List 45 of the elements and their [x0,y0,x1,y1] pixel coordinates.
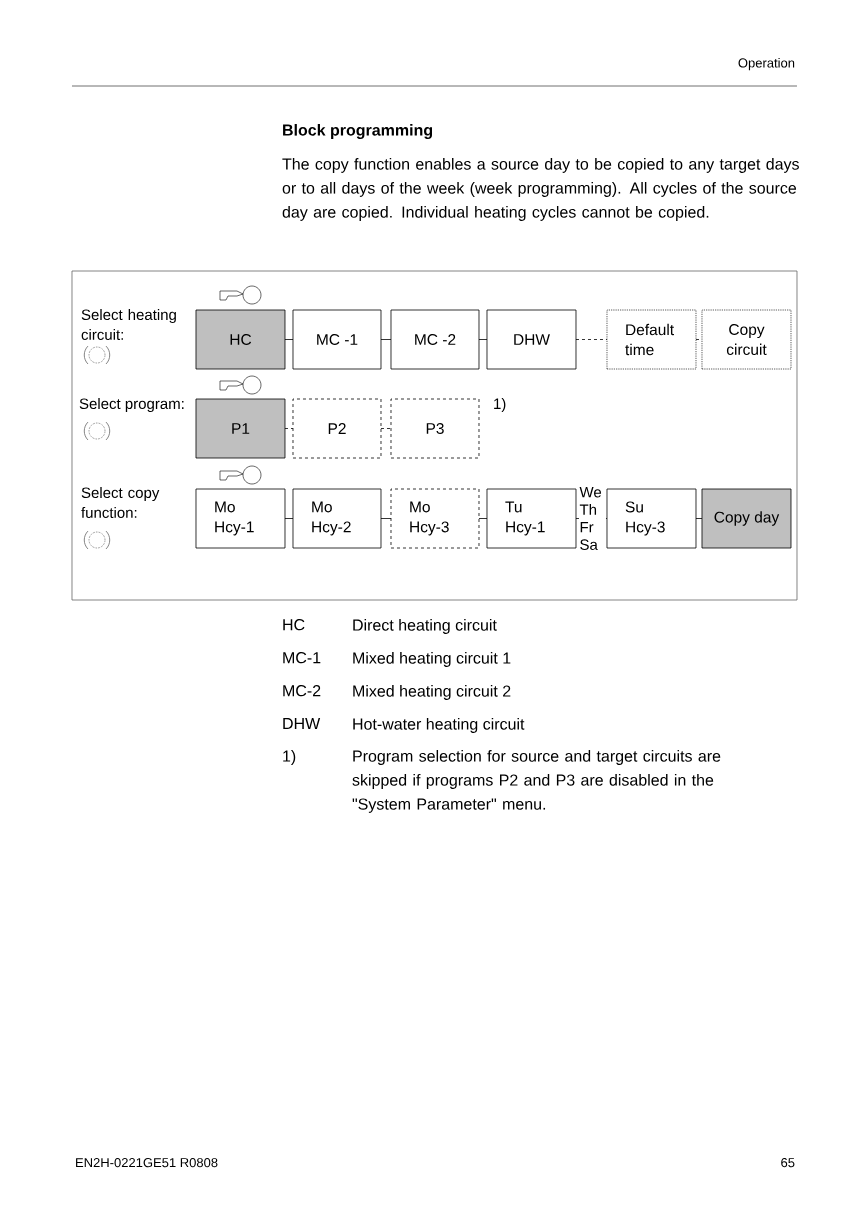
connector-line [284,428,294,429]
footnote-mark: 1) [494,398,506,412]
abbreviation-text: Mixed heating circuit 2 [353,685,511,700]
menu-box: Default time [606,309,697,370]
footnote-text: Program selection for source and target circuits are skipped if programs P2 and P3 are disabled in the "System Parameter" menu. [352,750,721,813]
connector-line [380,428,392,429]
connector-line [284,339,294,340]
connector-line [575,339,608,340]
edge-label: We Th Fr Sa [579,486,604,551]
abbreviation-text: Direct heating circuit [353,619,497,634]
section-title: Block programming [283,124,433,139]
selected-menu-box: P1 [195,398,286,459]
abbreviation: MC-1 [283,652,321,664]
connector-line [695,518,703,519]
menu-box: Mo Hcy-1 [195,488,286,549]
abbreviation: DHW [283,718,321,729]
body-paragraph: The copy function enables a source day to be copied to any target days or to all days of the week (week programming). All cycles of the source day are copied. Individual heating cycles cannot be copied. [282,158,799,221]
connector-line [380,339,392,340]
abbreviation: MC-2 [283,685,321,697]
menu-box: MC -1 [292,309,382,370]
menu-box: Su Hcy-3 [606,488,697,549]
menu-box: P2 [292,398,382,459]
connector-line [380,518,392,519]
connector-line [478,518,488,519]
footnote-mark: 1) [283,750,296,765]
row-label: Select heating circuit: [81,309,176,340]
abbreviation: HC [283,619,305,631]
connector-line [284,518,294,519]
page-number: 65 [781,1158,795,1168]
abbreviation-text: Hot-water heating circuit [353,718,525,733]
page-footer: EN2H-0221GE51 R0808 [76,1158,218,1168]
abbreviation-text: Mixed heating circuit 1 [353,652,511,667]
selected-menu-box: Copy day [701,488,792,549]
menu-box: P3 [390,398,480,459]
menu-box: MC -2 [390,309,480,370]
menu-box: Copy circuit [701,309,792,370]
menu-box: Tu Hcy-1 [486,488,577,549]
connector-line [478,339,488,340]
menu-box: Mo Hcy-3 [390,488,480,549]
row-label: Select copy function: [81,487,160,518]
row-label: Select program: [79,398,184,412]
page-header: Operation [738,58,795,71]
menu-box: DHW [486,309,577,370]
selected-menu-box: HC [195,309,286,370]
menu-box: Mo Hcy-2 [292,488,382,549]
